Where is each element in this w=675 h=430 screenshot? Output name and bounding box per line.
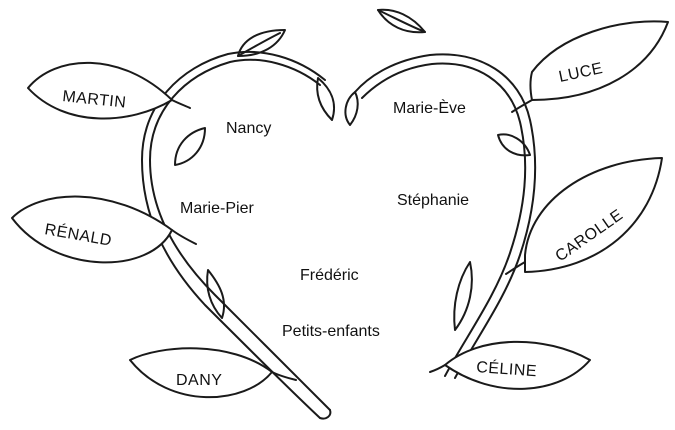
label-stephanie: Stéphanie (397, 192, 469, 209)
left-vine-tip (320, 410, 330, 419)
label-dany: DANY (176, 372, 222, 389)
leaf-celine-stem (430, 365, 445, 372)
small-leaf-lower-right (454, 262, 472, 330)
small-leaf-center-right (345, 92, 357, 125)
leaf-carolle (525, 158, 662, 272)
label-marie-eve: Marie-Ève (393, 98, 466, 117)
leaf-martin-stem (172, 100, 190, 108)
small-leaf-mid-left (175, 128, 205, 165)
leaf-renald-stem (172, 230, 196, 244)
label-marie-pier: Marie-Pier (180, 200, 254, 217)
leaf-martin (28, 63, 172, 119)
label-frederic: Frédéric (300, 267, 359, 284)
label-petits-enfants: Petits-enfants (282, 323, 380, 340)
label-nancy: Nancy (226, 120, 271, 137)
leaf-carolle-stem (506, 262, 525, 274)
